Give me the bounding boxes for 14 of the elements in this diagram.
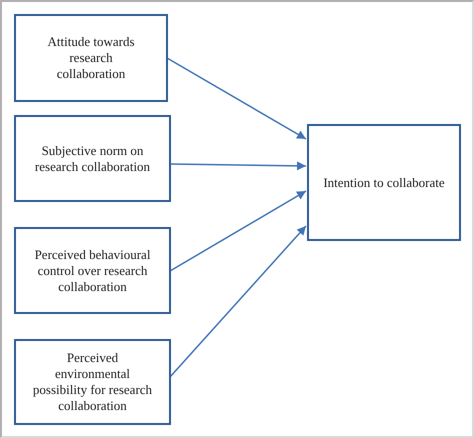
process-box	[14, 14, 168, 102]
process-box	[14, 227, 171, 314]
arrow	[170, 161, 306, 170]
box-label: Perceived environmental possibility for research collaboration	[32, 350, 154, 414]
box-label: Perceived behavioural control over research collaboration	[34, 246, 152, 294]
arrow	[170, 190, 306, 272]
arrow	[169, 226, 307, 378]
arrow	[166, 57, 306, 140]
box-label: Subjective norm on research collaboration	[34, 142, 151, 174]
box-label: Attitude towards research collaboration	[46, 34, 136, 82]
process-box	[14, 115, 171, 202]
process-box	[307, 124, 461, 241]
box-label: Intention to collaborate	[323, 174, 445, 190]
process-box	[14, 339, 171, 425]
